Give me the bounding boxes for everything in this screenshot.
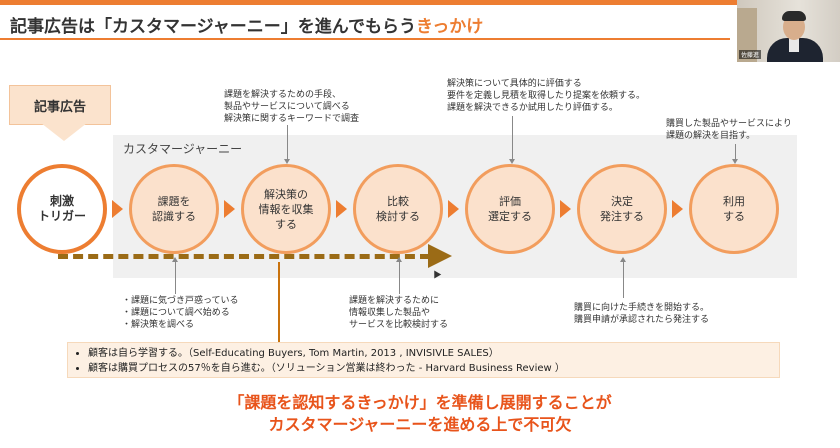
slide-title-main: 記事広告は「カスタマージャーニー」を進んでもらう — [10, 17, 416, 37]
conclusion-line: 「課題を認知するきっかけ」を準備し展開することが — [228, 393, 612, 412]
facts-box: 顧客は自ら学習する。（Self-Educating Buyers, Tom Ma… — [67, 342, 780, 378]
arrow-up-icon — [620, 257, 626, 262]
fact-item: 顧客は自ら学習する。（Self-Educating Buyers, Tom Ma… — [88, 346, 771, 361]
stage-label: 課題を 認識する — [152, 195, 196, 223]
article-ad-badge: 記事広告 — [9, 85, 111, 125]
stage-label: 評価 選定する — [488, 195, 532, 223]
conclusion-line: カスタマージャーニーを進める上で不可欠 — [268, 415, 572, 434]
note-line: ・課題に気づき戸惑っている — [122, 296, 239, 306]
stage-label: 利用 する — [723, 195, 745, 223]
stage-label: 刺激 トリガー — [37, 194, 86, 223]
badge-down-arrow — [41, 123, 87, 141]
dashed-arrow-head-icon — [428, 244, 452, 268]
arrow-down-icon — [732, 159, 738, 164]
connector-evaluate — [512, 116, 513, 161]
chevron-right-icon — [560, 200, 571, 218]
stage-compare: 比較 検討する — [353, 164, 443, 254]
chevron-right-icon — [336, 200, 347, 218]
webcam-name-tag: 佐藤進 — [739, 50, 762, 59]
slide-title-accent: きっかけ — [415, 17, 484, 37]
note-line: 情報収集した製品や — [349, 308, 431, 318]
note-line: 製品やサービスについて調べる — [224, 102, 350, 112]
note-decide: 購買に向けた手続きを開始する。 購買申請が承認されたら発注する — [574, 302, 709, 326]
stage-decide: 決定 発注する — [577, 164, 667, 254]
slide-title: 記事広告は「カスタマージャーニー」を進んでもらうきっかけ — [10, 12, 483, 37]
conclusion-message: 「課題を認知するきっかけ」を準備し展開することが カスタマージャーニーを進める上… — [0, 392, 840, 436]
stage-collect: 解決策の 情報を収集 する — [241, 164, 331, 254]
chevron-right-icon — [672, 200, 683, 218]
note-line: 課題の解決を目指す。 — [666, 131, 756, 141]
note-compare: 課題を解決するために 情報収集した製品や サービスを比較検討する — [349, 295, 448, 331]
title-underline — [0, 38, 730, 40]
connector-use — [735, 144, 736, 161]
stage-label: 比較 検討する — [376, 195, 420, 223]
customer-journey-label: カスタマージャーニー — [123, 142, 243, 156]
arrow-up-icon — [172, 257, 178, 262]
facts-list: 顧客は自ら学習する。（Self-Educating Buyers, Tom Ma… — [76, 346, 771, 376]
connector-decide — [623, 261, 624, 298]
connector-recognize — [175, 261, 176, 294]
self-progress-dashed-arrow — [58, 254, 430, 259]
connector-facts — [278, 262, 280, 342]
note-line: ・課題について調べ始める — [122, 308, 230, 318]
chevron-right-icon — [224, 200, 235, 218]
stage-trigger: 刺激 トリガー — [17, 164, 107, 254]
connector-collect — [287, 125, 288, 161]
note-recognize: ・課題に気づき戸惑っている ・課題について調べ始める ・解決策を調べる — [122, 295, 239, 331]
chevron-right-icon — [112, 200, 123, 218]
note-line: 課題を解決するために — [349, 296, 440, 306]
connector-compare — [399, 261, 400, 294]
chevron-right-icon — [448, 200, 459, 218]
fact-item: 顧客は購買プロセスの57％を自ら進む。（ソリューション営業は終わった - Har… — [88, 361, 771, 376]
note-line: 要件を定義し見積を取得したり提案を依頼する。 — [447, 91, 646, 101]
webcam-shelf — [737, 8, 757, 62]
note-use: 購買した製品やサービスにより 課題の解決を目指す。 — [666, 118, 792, 142]
stage-recognize: 課題を 認識する — [129, 164, 219, 254]
note-line: 購買した製品やサービスにより — [666, 119, 792, 129]
note-line: 課題を解決するための手段、 — [224, 90, 342, 100]
note-line: 購買申請が承認されたら発注する — [574, 315, 710, 325]
arrow-down-icon — [284, 159, 290, 164]
arrow-down-icon — [509, 159, 515, 164]
stage-use: 利用 する — [689, 164, 779, 254]
webcam-video-tile: 佐藤進 — [737, 0, 840, 62]
stage-label: 決定 発注する — [600, 195, 644, 223]
note-line: 課題を解決できるか試用したり評価する。 — [447, 103, 618, 113]
stage-label: 解決策の 情報を収集 する — [258, 187, 314, 231]
note-line: ・解決策を調べる — [122, 320, 195, 330]
note-collect: 課題を解決するための手段、 製品やサービスについて調べる 解決策に関するキーワー… — [224, 89, 359, 125]
arrow-up-icon — [396, 257, 402, 262]
note-line: 解決策について具体的に評価する — [447, 79, 582, 89]
presenter-shirt — [789, 38, 799, 52]
note-line: 購買に向けた手続きを開始する。 — [574, 303, 710, 313]
top-accent-bar — [0, 0, 840, 5]
note-line: 解決策に関するキーワードで調査 — [224, 114, 360, 124]
presenter-hair — [782, 11, 806, 21]
stage-evaluate: 評価 選定する — [465, 164, 555, 254]
note-evaluate: 解決策について具体的に評価する 要件を定義し見積を取得したり提案を依頼する。 課… — [447, 78, 645, 114]
note-line: サービスを比較検討する — [349, 320, 449, 330]
